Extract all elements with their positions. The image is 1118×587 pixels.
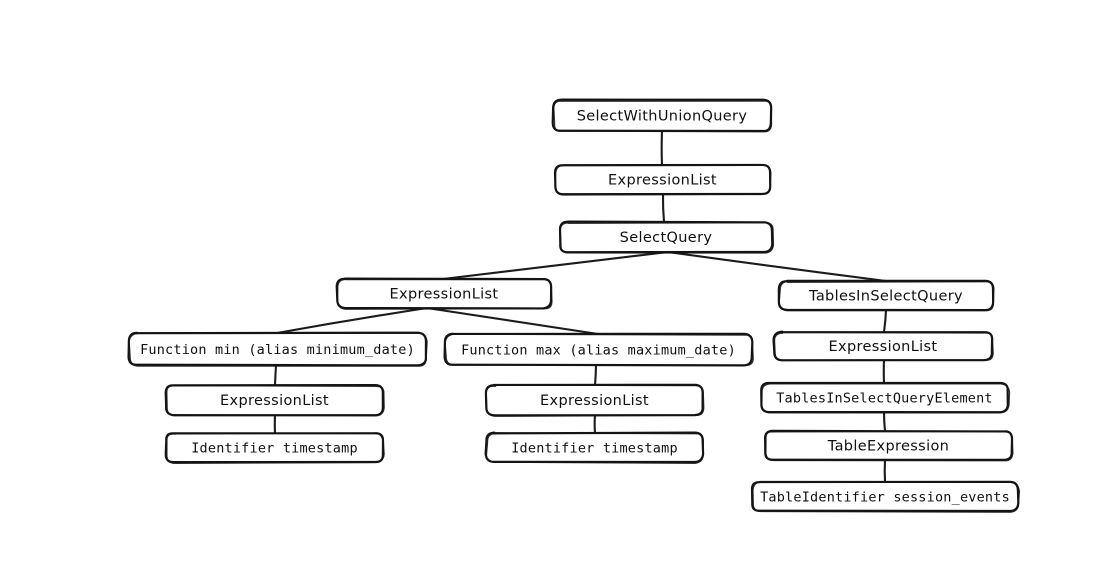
node-n1[interactable]: ExpressionList [553, 163, 772, 196]
node-n14[interactable]: TableIdentifier session_events [750, 480, 1021, 513]
node-n11[interactable]: Identifier timestamp [164, 432, 385, 464]
node-box-sketch-echo [336, 278, 553, 310]
edge-n10-n13 [882, 410, 887, 433]
node-label: Identifier timestamp [191, 441, 358, 457]
node-label: ExpressionList [220, 393, 329, 409]
edge-n4-n7 [882, 308, 888, 334]
node-box-sketch-echo [128, 332, 428, 367]
edge-n1-n2 [661, 192, 666, 224]
node-label: SelectWithUnionQuery [577, 109, 748, 125]
node-n2[interactable]: SelectQuery [558, 220, 775, 254]
node-label: Function max (alias maximum_date) [461, 343, 736, 359]
edge-n6-n9 [593, 363, 598, 387]
node-label: TableIdentifier session_events [760, 490, 1010, 506]
edge-n5-n8 [273, 363, 278, 387]
node-n13[interactable]: TableExpression [764, 429, 1014, 462]
node-box [558, 220, 774, 254]
node-n12[interactable]: Identifier timestamp [484, 431, 705, 465]
node-box-sketch-echo [773, 331, 994, 361]
node-box-sketch-echo [166, 384, 385, 417]
node-n7[interactable]: ExpressionList [772, 330, 994, 362]
edge-n3-n6 [425, 306, 600, 336]
node-box-sketch-echo [778, 280, 995, 312]
node-n9[interactable]: ExpressionList [484, 383, 705, 417]
node-box-sketch-echo [765, 430, 1014, 462]
node-box-sketch-echo [554, 164, 772, 196]
node-label: Function min (alias minimum_date) [140, 342, 415, 358]
node-label: Identifier timestamp [511, 441, 678, 457]
node-layer: SelectWithUnionQueryExpressionListSelect… [127, 98, 1021, 513]
edge-n2-n3 [441, 250, 670, 281]
node-label: ExpressionList [390, 287, 499, 303]
node-label: ExpressionList [540, 393, 649, 409]
node-label: TablesInSelectQueryElement [776, 391, 993, 407]
node-box-sketch-echo [553, 100, 773, 133]
node-label: SelectQuery [620, 230, 713, 246]
node-n4[interactable]: TablesInSelectQuery [777, 279, 995, 312]
edge-layer [273, 129, 888, 484]
node-label: ExpressionList [608, 173, 717, 189]
node-box-sketch-echo [752, 481, 1021, 513]
node-n0[interactable]: SelectWithUnionQuery [551, 98, 773, 133]
node-box-sketch-echo [761, 383, 1011, 414]
node-box-sketch-echo [559, 221, 775, 254]
node-box-sketch-echo [444, 333, 754, 366]
node-box-sketch-echo [485, 432, 704, 465]
node-label: ExpressionList [829, 339, 938, 355]
edge-n2-n4 [666, 250, 888, 283]
node-n6[interactable]: Function max (alias maximum_date) [443, 332, 754, 367]
node-box-sketch-echo [485, 384, 705, 417]
node-n3[interactable]: ExpressionList [335, 277, 553, 310]
node-box-sketch-echo [166, 432, 385, 464]
node-label: TableExpression [827, 439, 949, 455]
node-n5[interactable]: Function min (alias minimum_date) [127, 331, 428, 367]
node-label: TablesInSelectQuery [808, 289, 963, 305]
node-n8[interactable]: ExpressionList [164, 383, 385, 417]
edge-n3-n5 [275, 306, 429, 335]
node-n10[interactable]: TablesInSelectQueryElement [760, 381, 1011, 414]
